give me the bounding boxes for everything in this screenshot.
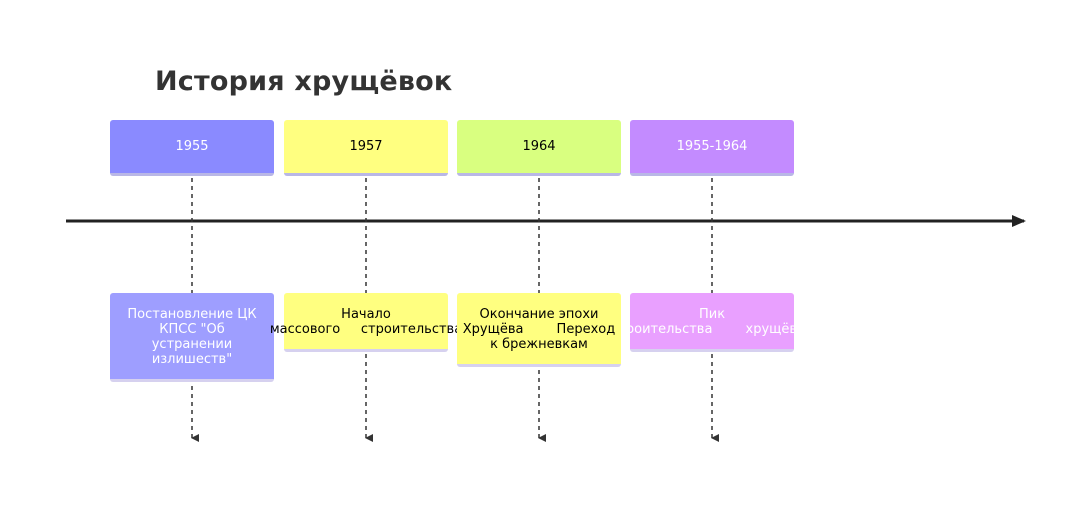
period-label: 1964 — [522, 139, 556, 154]
diagram-title: История хрущёвок — [155, 66, 453, 97]
event-box-2: Начало массового строительства — [270, 293, 462, 352]
event-text: Постановление ЦК КПСС "Об устранении изл… — [127, 307, 257, 367]
event-text: Пик строительства хрущёвок — [630, 307, 794, 337]
period-box-3: 1964 — [457, 120, 621, 176]
period-label: 1957 — [349, 139, 383, 154]
event-box-4: Пик строительства хрущёвок — [630, 293, 794, 352]
event-text: Окончание эпохи Хрущёва Переход к брежне… — [462, 307, 616, 352]
period-box-1: 1955 — [110, 120, 274, 176]
period-box-2: 1957 — [284, 120, 448, 176]
event-box-3: Окончание эпохи Хрущёва Переход к брежне… — [457, 293, 621, 367]
period-box-4: 1955-1964 — [630, 120, 794, 176]
event-text: Начало массового строительства — [269, 307, 463, 337]
period-label: 1955-1964 — [676, 139, 748, 154]
event-box-1: Постановление ЦК КПСС "Об устранении изл… — [110, 293, 274, 382]
period-label: 1955 — [175, 139, 209, 154]
